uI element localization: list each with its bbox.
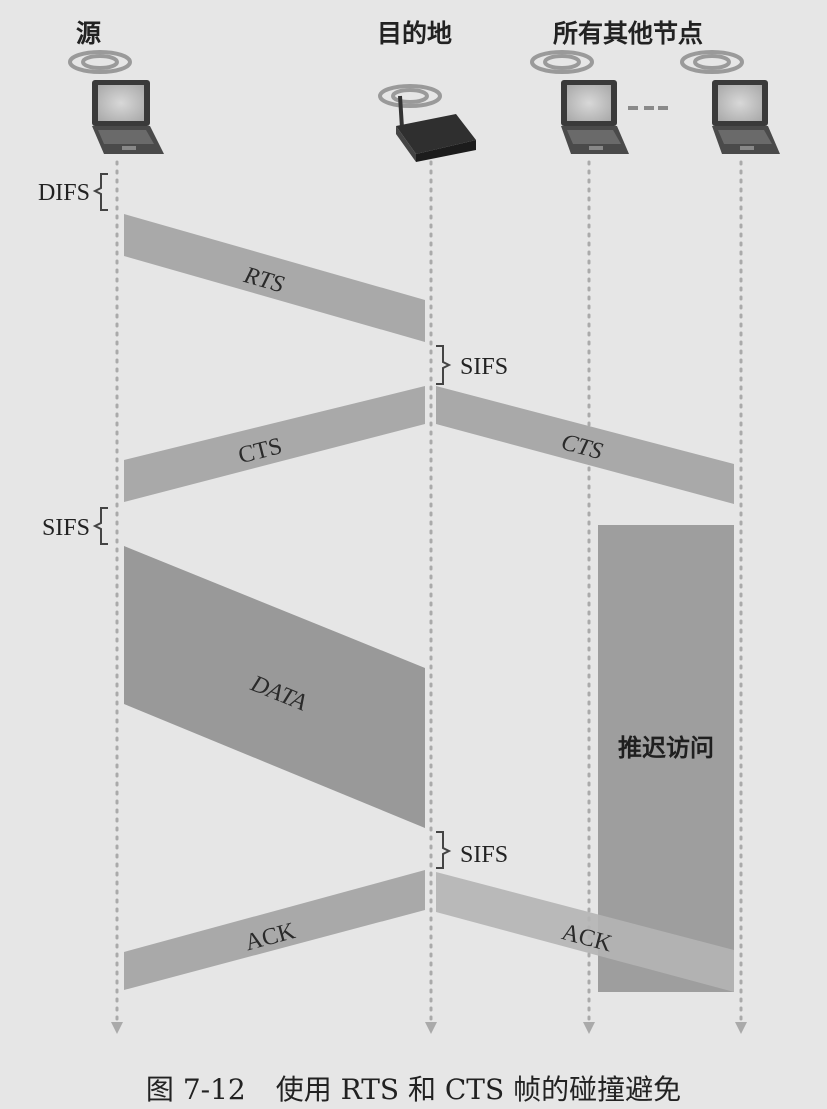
wireless-signal-icon-other-2	[680, 50, 744, 74]
node-label-destination: 目的地	[377, 19, 453, 48]
figure-caption: 图 7-12 使用 RTS 和 CTS 帧的碰撞避免	[0, 1068, 827, 1108]
figure-number: 图 7-12	[145, 1073, 246, 1106]
sifs-label-destination-1: SIFS	[460, 354, 508, 380]
rts-frame-band	[124, 214, 425, 342]
sifs-bracket-source	[92, 507, 108, 545]
cts-frame-band-to-source	[124, 386, 425, 502]
defer-access-label: 推迟访问	[618, 734, 714, 762]
sifs-label-destination-2: SIFS	[460, 842, 508, 868]
ack-frame-band-to-others	[436, 872, 734, 992]
sifs-label-source: SIFS	[42, 515, 90, 541]
difs-bracket	[92, 173, 108, 211]
sifs-bracket-destination-1	[436, 345, 452, 385]
timeline-source	[111, 160, 123, 1034]
difs-label: DIFS	[38, 180, 90, 206]
wireless-signal-icon-other-1	[530, 50, 594, 74]
timeline-other-2	[735, 160, 747, 1034]
node-label-other-nodes: 所有其他节点	[553, 19, 704, 48]
more-nodes-ellipsis-icon	[628, 106, 668, 110]
figure-title: 使用 RTS 和 CTS 帧的碰撞避免	[275, 1073, 682, 1106]
sifs-bracket-destination-2	[436, 831, 452, 869]
laptop-icon-source	[92, 80, 164, 154]
ack-frame-band-to-source	[124, 870, 425, 990]
laptop-icon-other-2	[712, 80, 780, 154]
timeline-destination	[425, 160, 437, 1034]
wireless-signal-icon-destination	[378, 84, 442, 108]
cts-frame-band-to-others	[436, 386, 734, 504]
node-label-source: 源	[76, 19, 102, 48]
defer-access-block	[598, 525, 734, 992]
wireless-signal-icon-source	[68, 50, 132, 74]
data-frame-band	[124, 546, 425, 828]
access-point-icon	[396, 95, 476, 162]
laptop-icon-other-1	[561, 80, 629, 154]
timeline-other-1	[583, 160, 595, 1034]
